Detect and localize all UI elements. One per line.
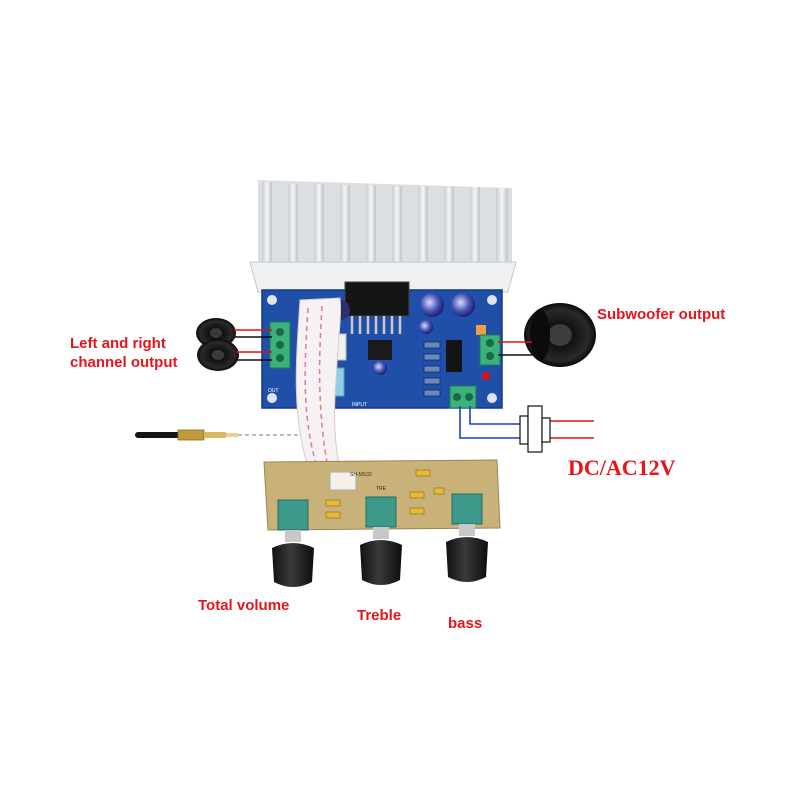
input-marking: INPUT [352,402,367,408]
output-marking: OUT [268,388,279,394]
heatsink-fins [262,182,508,270]
tone-board-marking: SH-MS33 [350,472,372,478]
left-right-label-line1: Left and right [70,335,166,352]
left-speaker-bottom [197,339,239,371]
bass-knob [446,493,488,582]
left-speaker-wires [234,329,272,361]
power-wires [459,406,594,439]
left-right-channel-output-label: Left and right channel output [70,334,178,372]
left-right-label-line2: channel output [70,354,178,371]
subwoofer-speaker [524,303,596,367]
heatsink [249,180,517,293]
subwoofer-wires [498,341,532,356]
treble-label: Treble [357,607,402,624]
tone-control-board: SH-MS33 TRE [263,459,501,531]
subwoofer-output-label: Subwoofer output [597,306,726,323]
power-input-terminal [449,385,477,409]
left-right-output-terminal [269,321,291,369]
power-connector [519,405,551,453]
treble-marking: TRE [376,486,387,492]
audio-cable [135,429,330,441]
power-supply-label: DC/AC12V [568,455,676,480]
bass-label: bass [448,615,483,632]
subwoofer-output-terminal [479,334,501,366]
treble-knob [360,496,402,585]
total-volume-label: Total volume [198,597,290,614]
volume-knob [272,499,314,587]
